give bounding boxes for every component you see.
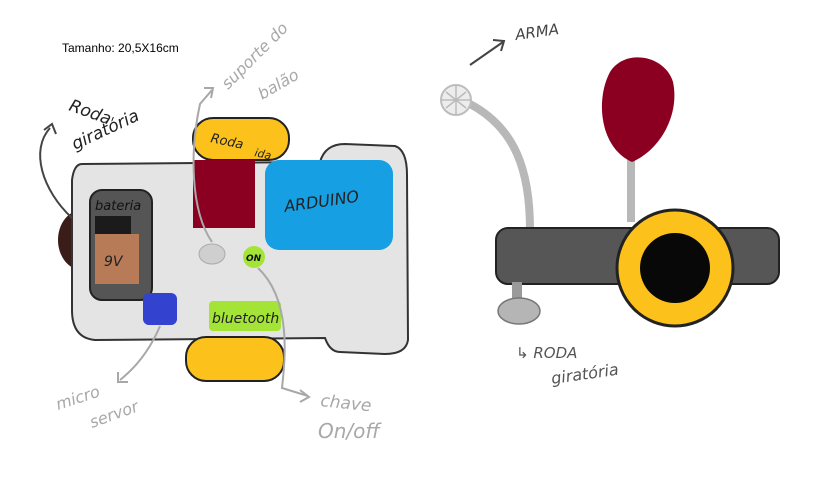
bluetooth-module — [209, 301, 281, 331]
wheel-bottom — [185, 336, 285, 382]
annotation-line-roda — [39, 127, 73, 219]
side-wheel-hub — [640, 233, 710, 303]
battery-label: bateria — [95, 199, 141, 214]
spike-ball-lines — [442, 86, 470, 114]
battery-label-area — [95, 234, 139, 284]
balloon-mount-point — [198, 243, 226, 265]
label-chave-1: chave — [319, 391, 372, 416]
annotation-arrow-chave — [299, 389, 311, 403]
weapon-arm — [466, 100, 534, 234]
label-arma: ARMA — [513, 20, 560, 44]
annotation-arrow-suporte — [204, 87, 215, 99]
annotation-arrow-servo — [117, 372, 128, 383]
annotation-line-servo — [119, 325, 161, 381]
side-caster-post — [512, 282, 522, 300]
label-side-roda-2: giratória — [550, 360, 620, 388]
wheel-label-line1: Roda — [209, 131, 245, 153]
on-off-switch — [243, 246, 265, 268]
balloon — [601, 57, 675, 163]
annotation-line-arma — [469, 41, 504, 66]
on-badge-label: ON — [246, 254, 262, 264]
label-micro-servo-1: micro — [53, 382, 102, 414]
label-suporte-2: balão — [255, 65, 303, 104]
battery-terminal — [95, 216, 131, 234]
label-side-roda-1: ↳ RODA — [516, 344, 577, 362]
top-view: bateria 9V ARDUINO ON bluetooth Roda ida… — [39, 18, 410, 443]
annotation-line-chave — [257, 267, 309, 397]
label-chave-2: On/off — [318, 419, 382, 443]
arduino-board — [265, 160, 393, 250]
size-note: Tamanho: 20,5X16cm — [62, 41, 179, 55]
micro-servo — [143, 293, 177, 325]
bluetooth-label: bluetooth — [212, 311, 279, 327]
annotation-arrow-roda — [43, 122, 57, 135]
annotation-arrow-arma — [492, 39, 506, 52]
side-caster-wheel — [497, 297, 541, 325]
battery-voltage-label: 9V — [104, 254, 124, 270]
wheel-label-line2: ida — [253, 146, 272, 162]
side-view: ARMA ↳ RODA giratória — [440, 20, 780, 388]
annotation-line-suporte — [192, 89, 213, 243]
balloon-support-block — [193, 160, 255, 228]
